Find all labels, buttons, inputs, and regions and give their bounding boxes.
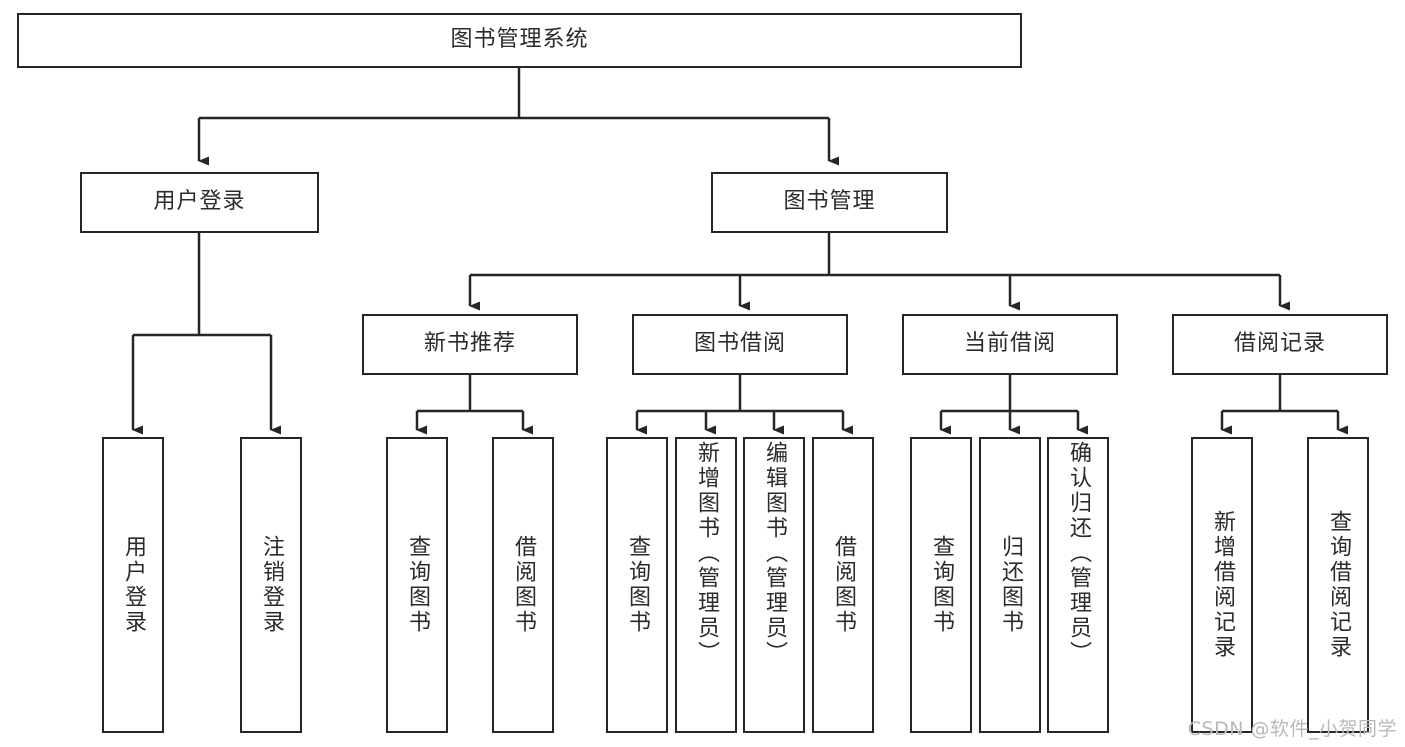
leaf-new-book-borrow[interactable]: 借阅图书 — [492, 437, 554, 733]
leaf-label: 查询图书 — [928, 535, 954, 635]
leaf-label: 归还图书 — [997, 535, 1023, 635]
leaf-book-borrow-add[interactable]: 新增图书（管理员） — [675, 437, 737, 733]
node-book-borrow[interactable]: 图书借阅 — [632, 314, 848, 375]
leaf-label: 确认归还（管理员） — [1065, 441, 1091, 666]
leaf-book-borrow-edit[interactable]: 编辑图书（管理员） — [743, 437, 805, 733]
leaf-label: 新增借阅记录 — [1209, 510, 1235, 660]
node-current-borrow[interactable]: 当前借阅 — [902, 314, 1118, 375]
node-book-management[interactable]: 图书管理 — [711, 172, 948, 233]
node-user-login[interactable]: 用户登录 — [80, 172, 319, 233]
node-borrow-record[interactable]: 借阅记录 — [1172, 314, 1388, 375]
csdn-watermark: CSDN @软件_小贺同学 — [1187, 718, 1397, 740]
leaf-book-borrow-borrow[interactable]: 借阅图书 — [812, 437, 874, 733]
leaf-label: 借阅图书 — [830, 535, 856, 635]
node-user-login-label: 用户登录 — [153, 189, 246, 215]
leaf-label: 用户登录 — [120, 535, 146, 635]
node-root-label: 图书管理系统 — [450, 27, 589, 53]
node-new-book-recommend[interactable]: 新书推荐 — [362, 314, 578, 375]
leaf-label: 查询图书 — [404, 535, 430, 635]
leaf-label: 借阅图书 — [510, 535, 536, 635]
node-book-management-label: 图书管理 — [783, 189, 876, 215]
leaf-label: 编辑图书（管理员） — [761, 441, 787, 666]
node-borrow-record-label: 借阅记录 — [1233, 331, 1326, 357]
leaf-current-borrow-confirm[interactable]: 确认归还（管理员） — [1047, 437, 1109, 733]
leaf-label: 注销登录 — [258, 535, 284, 635]
node-new-book-recommend-label: 新书推荐 — [423, 331, 516, 357]
node-current-borrow-label: 当前借阅 — [963, 331, 1056, 357]
leaf-label: 新增图书（管理员） — [693, 441, 719, 666]
node-book-borrow-label: 图书借阅 — [693, 331, 786, 357]
leaf-label: 查询借阅记录 — [1325, 510, 1351, 660]
node-root[interactable]: 图书管理系统 — [17, 13, 1022, 68]
leaf-user-login-login[interactable]: 用户登录 — [102, 437, 164, 733]
leaf-user-login-logout[interactable]: 注销登录 — [240, 437, 302, 733]
leaf-borrow-record-add[interactable]: 新增借阅记录 — [1191, 437, 1253, 733]
leaf-borrow-record-query[interactable]: 查询借阅记录 — [1307, 437, 1369, 733]
leaf-current-borrow-return[interactable]: 归还图书 — [979, 437, 1041, 733]
leaf-label: 查询图书 — [624, 535, 650, 635]
leaf-book-borrow-query[interactable]: 查询图书 — [606, 437, 668, 733]
leaf-new-book-query[interactable]: 查询图书 — [386, 437, 448, 733]
leaf-current-borrow-query[interactable]: 查询图书 — [910, 437, 972, 733]
